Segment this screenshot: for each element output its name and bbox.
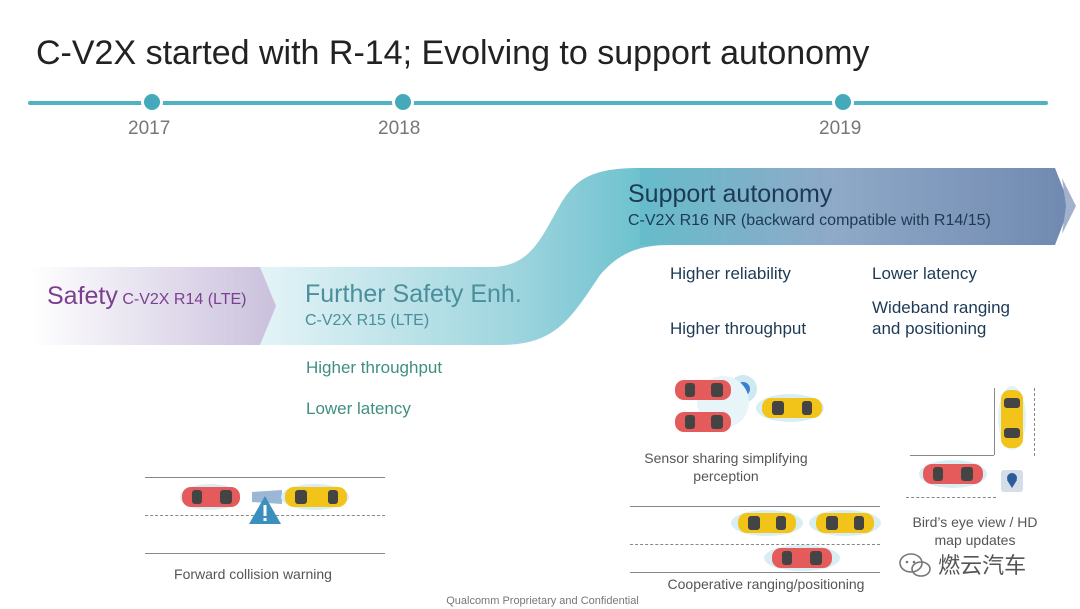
birds-eye-caption: Bird’s eye view / HD map updates	[912, 514, 1038, 548]
year-2017: 2017	[128, 118, 171, 139]
intersection-edge-v	[994, 388, 995, 455]
support-feature-reliability: Higher reliability	[670, 264, 791, 283]
car-red-icon	[923, 464, 983, 484]
car-yellow-icon	[762, 398, 822, 418]
support-feature-throughput: Higher throughput	[670, 319, 807, 338]
sensor-sharing-caption: Sensor sharing simplifying perception	[644, 450, 808, 484]
further-feature-throughput: Higher throughput	[306, 358, 443, 377]
slide-title: C-V2X started with R-14; Evolving to sup…	[36, 34, 870, 72]
safety-phase: Safety C-V2X R14 (LTE)	[47, 282, 247, 311]
year-2018: 2018	[378, 118, 421, 139]
support-label: Support autonomy	[628, 180, 833, 208]
safety-band	[30, 267, 281, 345]
coop-road-dash	[630, 544, 880, 545]
safety-release: C-V2X R14 (LTE)	[122, 291, 247, 308]
car-yellow-icon-2	[816, 513, 874, 533]
further-label: Further Safety Enh.	[305, 280, 522, 308]
intersection-dash-h	[906, 497, 996, 498]
timeline-dot-2017	[141, 91, 163, 113]
support-feature-latency: Lower latency	[872, 264, 977, 283]
car-red-icon	[772, 548, 832, 568]
wechat-icon	[899, 553, 931, 577]
birds-eye-illustration	[919, 386, 1026, 492]
timeline-line	[28, 101, 1048, 105]
support-release: C-V2X R16 NR (backward compatible with R…	[628, 212, 991, 229]
intersection-edge-h	[910, 455, 994, 456]
support-band	[640, 168, 1070, 245]
further-band	[260, 168, 720, 345]
coop-road-edge-top	[630, 506, 880, 507]
wechat-watermark: 燃云汽车	[898, 548, 1026, 580]
footer-confidential: Qualcomm Proprietary and Confidential	[446, 595, 639, 607]
arrow-tip	[1062, 178, 1076, 234]
further-release: C-V2X R15 (LTE)	[305, 312, 430, 329]
support-feature-ranging: Wideband ranging and positioning	[872, 298, 1010, 338]
coop-road-edge-bottom	[630, 572, 880, 573]
forward-collision-caption: Forward collision warning	[174, 566, 332, 582]
forward-collision-illustration	[180, 484, 349, 524]
watermark-text: 燃云汽车	[938, 553, 1027, 578]
intersection-dash-v	[1034, 388, 1035, 456]
year-2019: 2019	[819, 118, 862, 139]
timeline-dot-2019	[832, 91, 854, 113]
signal-beam	[252, 490, 282, 504]
further-feature-latency: Lower latency	[306, 399, 411, 418]
cooperative-illustration	[731, 510, 881, 571]
car-yellow-icon-1	[738, 513, 796, 533]
timeline-dot-2018	[392, 91, 414, 113]
cooperative-caption: Cooperative ranging/positioning	[667, 576, 865, 592]
road-edge-bottom	[145, 553, 385, 554]
safety-label: Safety	[47, 282, 118, 310]
road-edge-top	[145, 477, 385, 478]
sensor-sharing-illustration	[675, 375, 824, 432]
